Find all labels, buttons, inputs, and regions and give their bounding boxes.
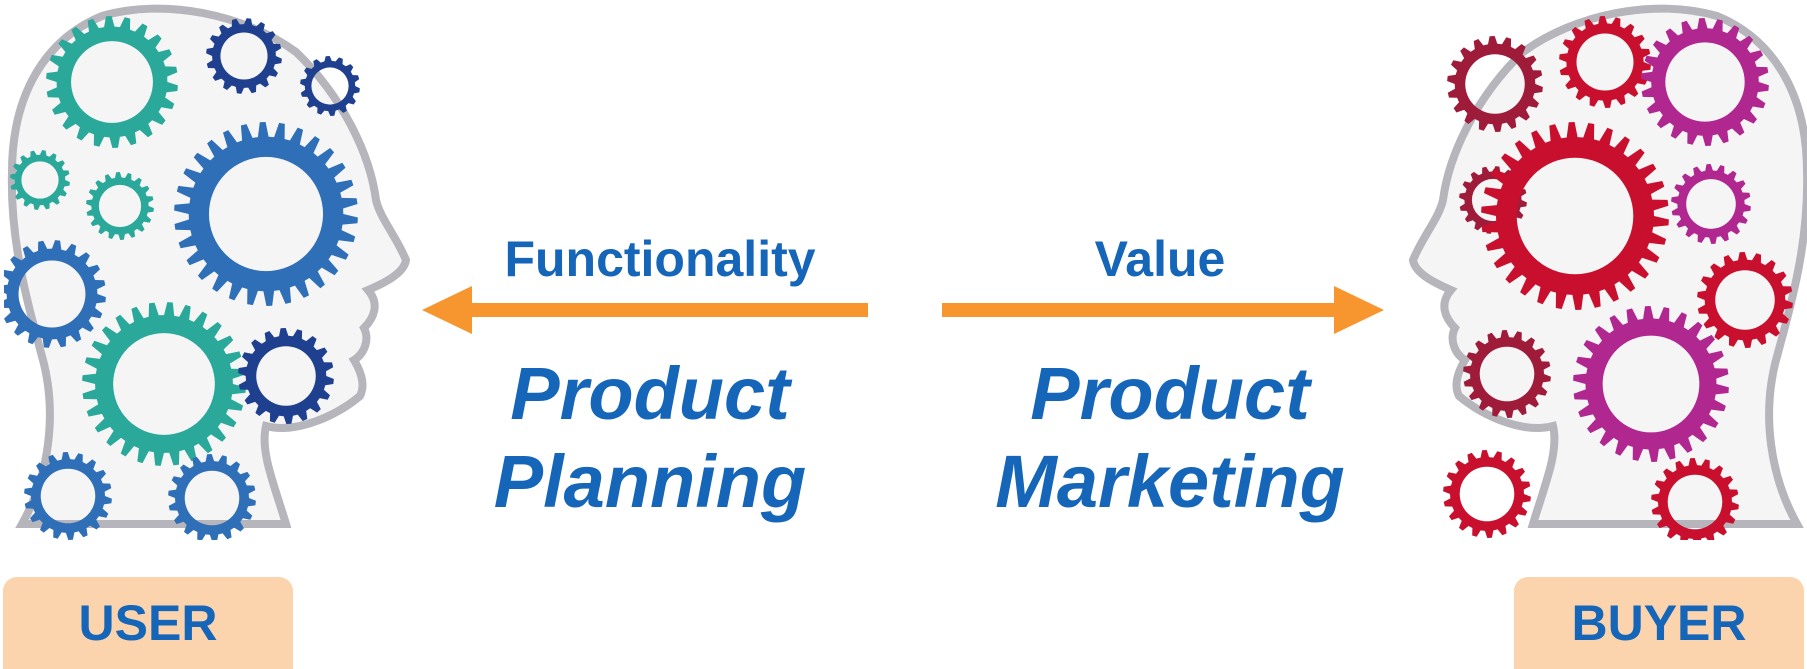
gear-icon	[1481, 122, 1669, 310]
product-marketing-title: Product Marketing	[960, 350, 1380, 526]
gear-icon	[174, 122, 358, 306]
gear-icon	[1641, 18, 1769, 146]
product-planning-line1: Product	[510, 352, 790, 435]
buyer-badge: BUYER	[1514, 577, 1804, 669]
gear-icon	[4, 240, 106, 348]
gear-icon	[300, 56, 360, 116]
gear-icon	[1443, 450, 1531, 538]
user-head-gears-icon	[4, 4, 424, 540]
product-marketing-line2: Marketing	[995, 440, 1345, 523]
product-marketing-line1: Product	[1030, 352, 1310, 435]
arrow-right-icon	[942, 286, 1384, 334]
gear-icon	[1447, 36, 1543, 132]
gear-icon	[1463, 330, 1551, 418]
functionality-label: Functionality	[504, 231, 816, 287]
gear-icon	[46, 16, 178, 148]
gear-icon	[168, 454, 256, 540]
gear-icon	[10, 150, 70, 210]
user-badge: USER	[3, 577, 293, 669]
gear-icon	[206, 18, 282, 94]
gear-icon	[238, 328, 334, 424]
product-planning-line2: Planning	[493, 440, 807, 523]
gear-icon	[24, 452, 112, 540]
gear-icon	[86, 172, 154, 240]
gear-icon	[1559, 16, 1651, 108]
gear-icon	[82, 302, 246, 466]
gear-icon	[1697, 252, 1793, 348]
product-planning-title: Product Planning	[440, 350, 860, 526]
arrow-left-icon	[422, 286, 868, 334]
gear-icon	[1671, 164, 1751, 244]
buyer-head-gears-icon	[1395, 4, 1807, 540]
value-label: Value	[1094, 231, 1226, 287]
gear-icon	[1651, 458, 1739, 540]
gear-icon	[1573, 306, 1729, 462]
